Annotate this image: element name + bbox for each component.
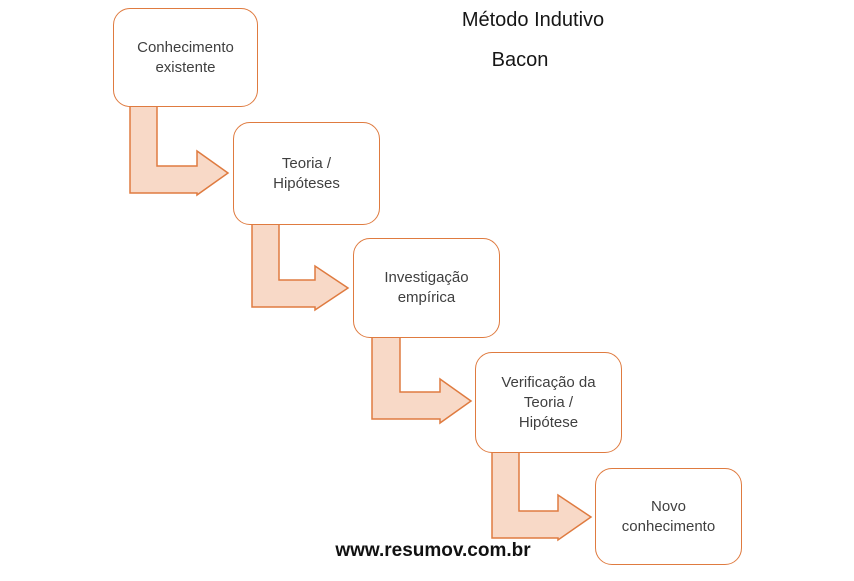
step-box-teoria-hipoteses: Teoria / Hipóteses xyxy=(233,122,380,225)
step-label: Novo conhecimento xyxy=(621,497,716,535)
step-label: Verificação da Teoria / Hipótese xyxy=(501,373,596,431)
step-label: Investigação empírica xyxy=(384,269,469,306)
bent-arrow-icon-3 xyxy=(371,334,473,425)
slide-title: Método Indutivo xyxy=(461,9,605,31)
slide-subtitle: Bacon xyxy=(491,49,549,71)
step-box-verificacao-teoria: Verificação da Teoria / Hipótese xyxy=(475,352,622,453)
step-label: Teoria / Hipóteses xyxy=(273,154,340,192)
bent-arrow-icon-1 xyxy=(129,102,230,197)
step-label: Conhecimento existente xyxy=(137,38,234,76)
footer-website-url: www.resumov.com.br xyxy=(335,540,531,561)
bent-arrow-icon-2 xyxy=(251,220,350,312)
step-box-investigacao-empirica: Investigação empírica xyxy=(353,238,500,338)
step-box-conhecimento-existente: Conhecimento existente xyxy=(113,8,258,107)
step-box-novo-conhecimento: Novo conhecimento xyxy=(595,468,742,565)
bent-arrow-icon-4 xyxy=(491,448,593,542)
